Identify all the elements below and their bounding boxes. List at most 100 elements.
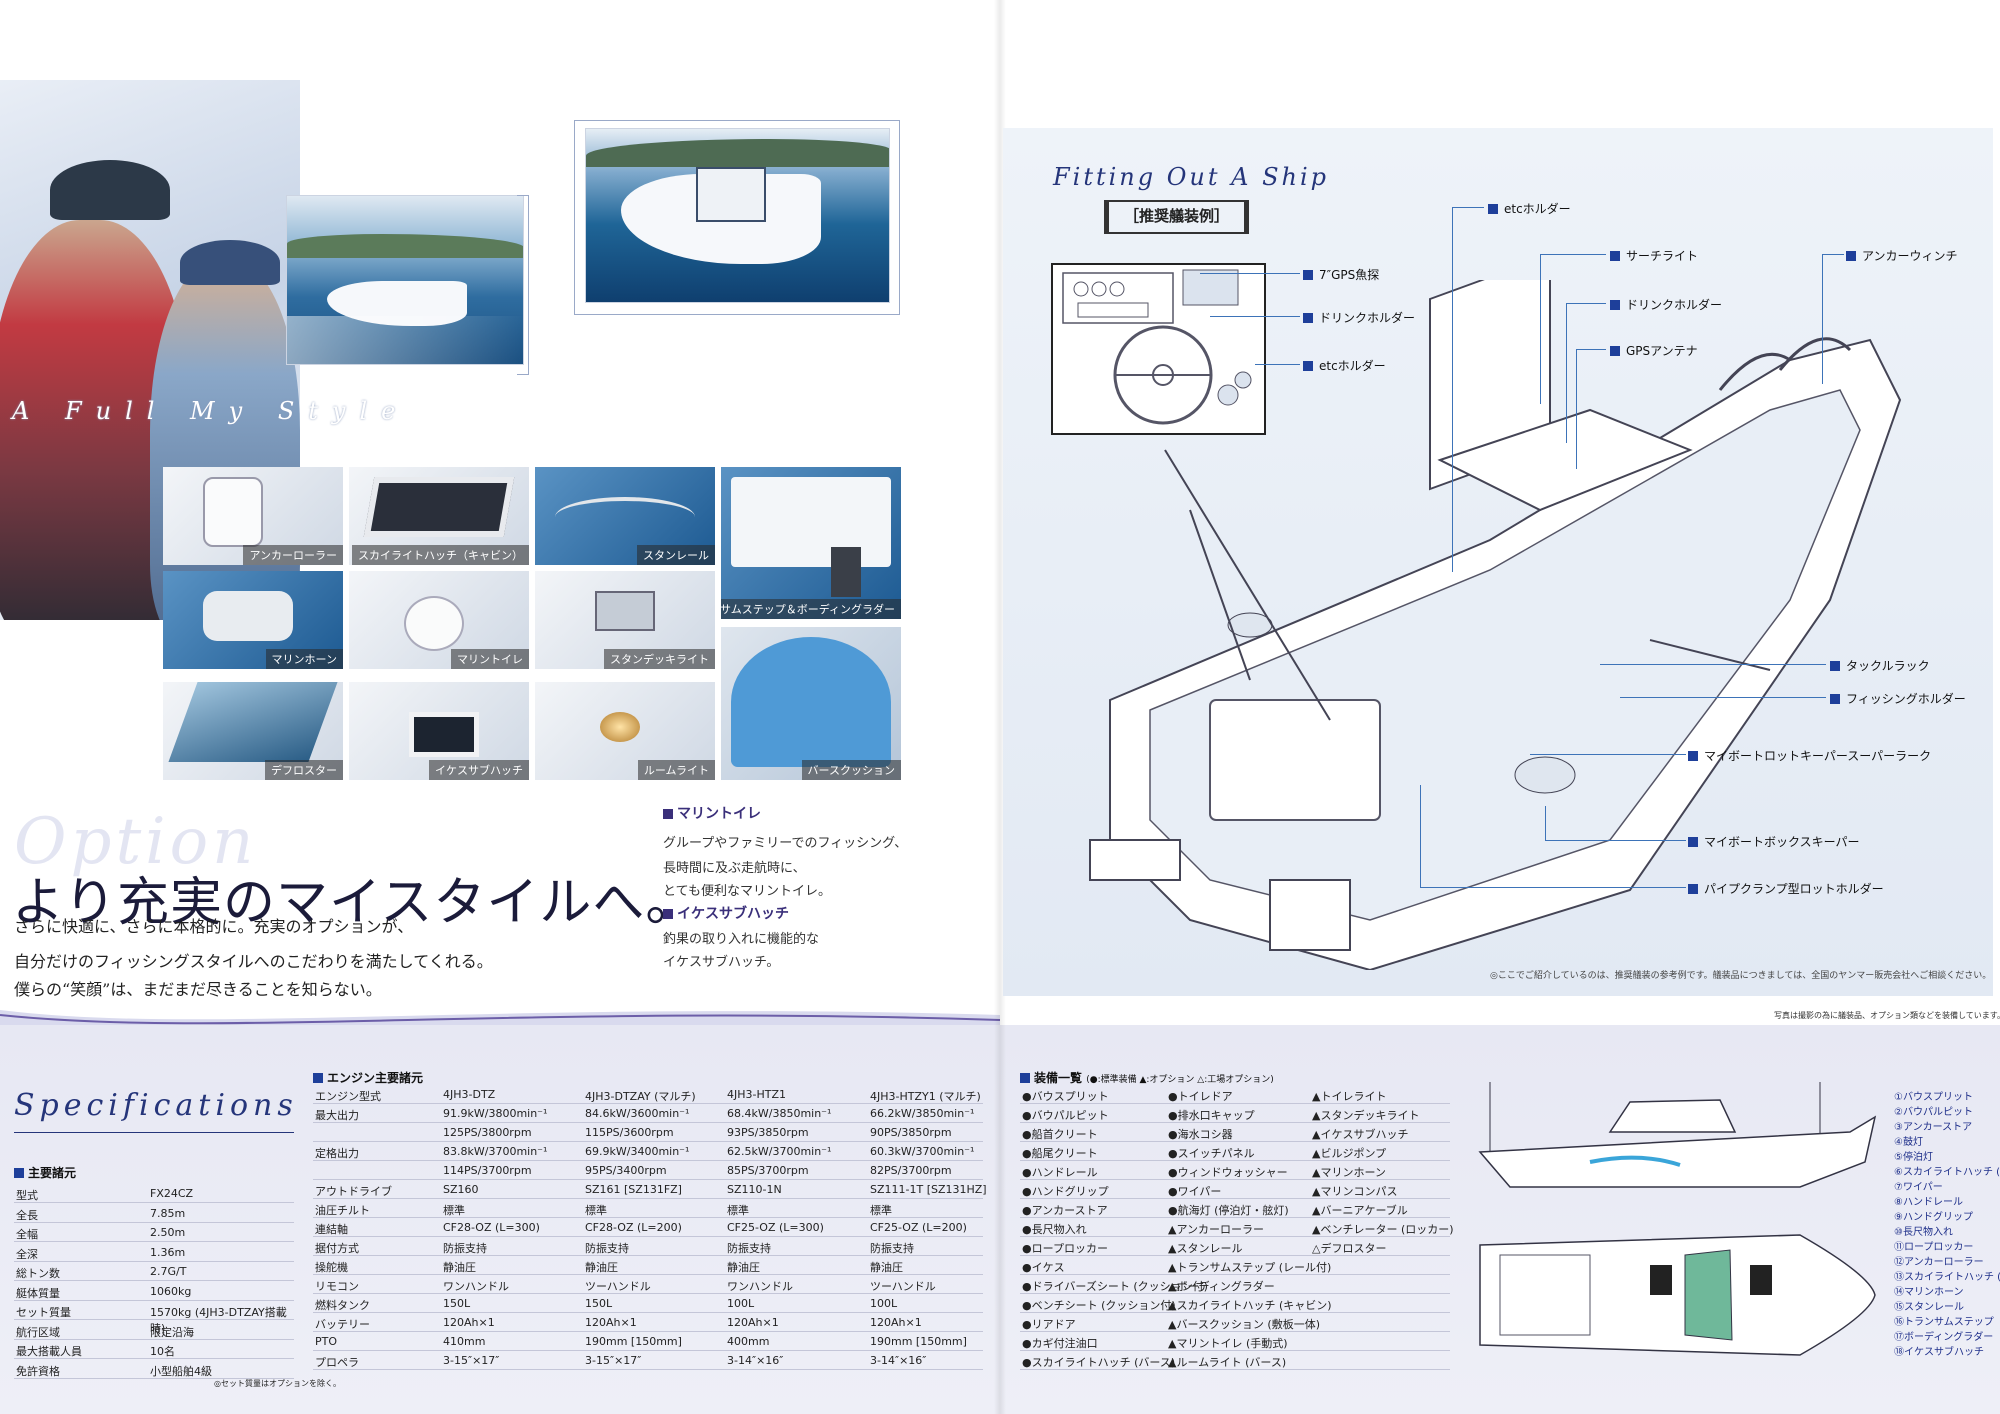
thumb-caption: ルームライト bbox=[637, 760, 715, 780]
thumb-caption: デフロスター bbox=[265, 760, 343, 780]
equipment-cell: ●ベンチシート (クッション付) bbox=[1022, 1299, 1176, 1312]
equipment-title: 装備一覧 (●:標準装備 ▲:オプション △:工場オプション) bbox=[1020, 1069, 1274, 1086]
equipment-cell: ●アンカーストア bbox=[1022, 1204, 1108, 1217]
engine-cell: 410mm bbox=[443, 1335, 486, 1348]
equipment-cell: ▲スカイライトハッチ (キャビン) bbox=[1168, 1299, 1332, 1312]
callout-leader bbox=[1200, 273, 1300, 274]
equipment-row: ●イケス▲トランサムステップ (レール付) bbox=[1020, 1256, 1450, 1275]
engine-cell: 93PS/3850rpm bbox=[727, 1126, 809, 1139]
thumb-room-light: ルームライト bbox=[535, 682, 715, 780]
spec-key: 全深 bbox=[16, 1247, 38, 1261]
engine-cell: 120Ah×1 bbox=[727, 1316, 779, 1329]
equipment-cell: ●長尺物入れ bbox=[1022, 1223, 1087, 1236]
engine-cell: SZ110-1N bbox=[727, 1183, 782, 1196]
engine-cell: 防振支持 bbox=[443, 1242, 487, 1255]
thumb-marine-horn: マリンホーン bbox=[163, 571, 343, 669]
equipment-row: ●ドライバーズシート (クッション付)▲ボーディングラダー bbox=[1020, 1275, 1450, 1294]
part-list-item: ⑩長尺物入れ bbox=[1894, 1227, 1953, 1238]
callout-leader bbox=[1420, 785, 1421, 887]
cap-shape-2 bbox=[180, 240, 280, 285]
equipment-row: ●カギ付注油口▲マリントイレ (手動式) bbox=[1020, 1332, 1450, 1351]
equipment-cell: ▲イケスサブハッチ bbox=[1312, 1128, 1409, 1141]
equipment-row: ●ハンドレール●ウィンドウォッシャー▲マリンホーン bbox=[1020, 1161, 1450, 1180]
cap-shape bbox=[50, 160, 170, 220]
thumb-caption: バースクッション bbox=[801, 760, 901, 780]
spec-key: 型式 bbox=[16, 1189, 38, 1202]
engine-cell: 84.6kW/3600min⁻¹ bbox=[585, 1107, 690, 1120]
spec-key: 艇体質量 bbox=[16, 1286, 60, 1300]
spec-key: 最大搭載人員 bbox=[16, 1345, 82, 1358]
equipment-cell: ▲バーニアケーブル bbox=[1312, 1204, 1408, 1217]
option-body-line: さらに快適に、さらに本格的に。充実のオプションが、 bbox=[14, 917, 414, 936]
callout-drink-holder-inset: ドリンクホルダー bbox=[1303, 309, 1415, 326]
spec-value: 2.50m bbox=[150, 1226, 186, 1239]
callout-leader bbox=[1545, 806, 1546, 840]
spec-key: 免許資格 bbox=[16, 1364, 60, 1378]
thumb-caption: スタンデッキライト bbox=[604, 649, 715, 669]
part-list-item: ③アンカーストア bbox=[1894, 1122, 1973, 1133]
boat-anchored-photo bbox=[585, 128, 890, 303]
spec-value: 1570kg (4JH3-DTZAY搭載時) bbox=[150, 1306, 287, 1335]
engine-cell: 静油圧 bbox=[727, 1261, 760, 1274]
thumb-caption: マリンホーン bbox=[265, 649, 343, 669]
engine-cell: ツーハンドル bbox=[870, 1280, 936, 1293]
engine-cell: リモコン bbox=[315, 1280, 359, 1293]
equipment-cell: ●船首クリート bbox=[1022, 1128, 1098, 1141]
equipment-row: ●ロープロッカー▲スタンレール△デフロスター bbox=[1020, 1237, 1450, 1256]
spec-value: 小型船舶4級 bbox=[150, 1364, 212, 1378]
equipment-cell: ▲トイレライト bbox=[1312, 1090, 1387, 1103]
option-headline: より充実のマイスタイルへ。 bbox=[12, 873, 699, 933]
hatch-title: イケスサブハッチ bbox=[663, 903, 789, 923]
boat-illustration bbox=[1089, 280, 1902, 970]
thumb-caption: マリントイレ bbox=[451, 649, 529, 669]
engine-cell: 150L bbox=[585, 1297, 613, 1310]
boat-running-photo bbox=[286, 195, 524, 365]
spec-value: 10名 bbox=[150, 1345, 175, 1358]
engine-row: 据付方式防振支持防振支持防振支持防振支持 bbox=[313, 1237, 983, 1256]
equipment-cell: ●バウパルピット bbox=[1022, 1109, 1109, 1122]
callout-leader bbox=[1420, 887, 1686, 888]
callout-anchor-winch: アンカーウィンチ bbox=[1846, 247, 1958, 264]
thumb-skylight-hatch: スカイライトハッチ（キャビン） bbox=[349, 467, 529, 565]
callout-leader bbox=[1530, 754, 1686, 755]
callout-tackle-rack: タックルラック bbox=[1830, 657, 1930, 674]
engine-cell: SZ111-1T [SZ131HZ] bbox=[870, 1183, 987, 1196]
equipment-cell: ▲ベンチレーター (ロッカー) bbox=[1312, 1223, 1454, 1236]
engine-cell: 防振支持 bbox=[585, 1242, 629, 1255]
engine-cell: CF28-OZ (L=200) bbox=[585, 1221, 682, 1234]
engine-row: 油圧チルト標準標準標準標準 bbox=[313, 1199, 983, 1218]
equipment-cell: ●リアドア bbox=[1022, 1318, 1076, 1331]
part-list-item: ①バウスプリット bbox=[1894, 1092, 1973, 1103]
callout-drink-holder: ドリンクホルダー bbox=[1610, 296, 1722, 313]
equipment-cell: ▲マリントイレ (手動式) bbox=[1168, 1337, 1288, 1350]
engine-cell: 油圧チルト bbox=[315, 1204, 370, 1217]
equipment-row: ●アンカーストア ●航海灯 (停泊灯・舷灯) ▲バーニアケーブル bbox=[1020, 1199, 1450, 1218]
engine-cell: 標準 bbox=[870, 1204, 892, 1217]
callout-leader bbox=[1540, 254, 1606, 255]
hatch-text: イケスサブハッチ。 bbox=[663, 955, 780, 970]
engine-cell: 190mm [150mm] bbox=[585, 1335, 682, 1348]
thumb-live-well-hatch: イケスサブハッチ bbox=[349, 682, 529, 780]
part-list-item: ⑯トランサムステップ bbox=[1894, 1317, 1994, 1328]
callout-etc-holder: etcホルダー bbox=[1488, 200, 1571, 217]
callout-searchlight: サーチライト bbox=[1610, 247, 1698, 264]
equipment-cell: ●航海灯 (停泊灯・舷灯) bbox=[1168, 1204, 1289, 1217]
callout-leader bbox=[1540, 254, 1541, 404]
part-list-item: ⑰ボーディングラダー bbox=[1894, 1332, 1994, 1343]
callout-gps-antenna: GPSアンテナ bbox=[1610, 342, 1698, 359]
callout-leader bbox=[1566, 303, 1606, 304]
main-spec-title: 主要諸元 bbox=[14, 1164, 76, 1181]
engine-cell: 91.9kW/3800min⁻¹ bbox=[443, 1107, 548, 1120]
callout-leader bbox=[1566, 303, 1567, 443]
engine-cell: 90PS/3850rpm bbox=[870, 1126, 952, 1139]
option-body-line: 自分だけのフィッシングスタイルへのこだわりを満たしてくれる。 bbox=[14, 952, 493, 971]
